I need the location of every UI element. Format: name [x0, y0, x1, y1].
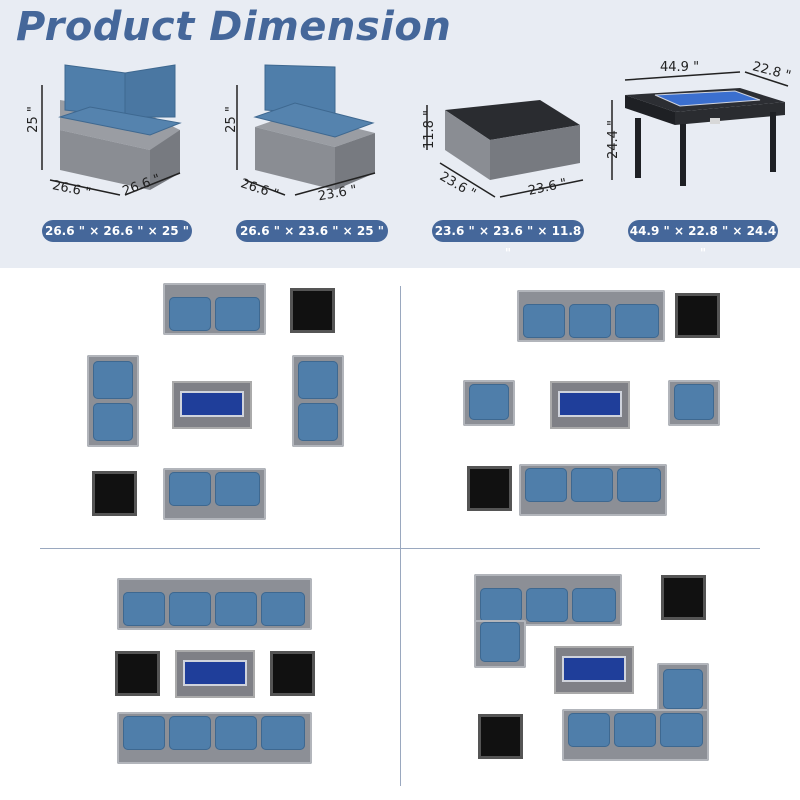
sofa-top — [163, 283, 266, 335]
armless-chair-height: 25 " — [223, 106, 239, 133]
side-table — [675, 293, 720, 338]
chair-right — [668, 380, 720, 426]
side-table — [92, 471, 137, 516]
side-table-height: 11.8 " — [422, 109, 438, 150]
sofa-bottom — [117, 712, 312, 764]
horizontal-divider — [40, 548, 760, 549]
fire-pit-height: 24.4 " — [606, 119, 622, 160]
armless-chair-image — [236, 64, 376, 196]
fire-pit — [550, 381, 630, 429]
sectional-bottom-leg — [657, 663, 709, 713]
fire-pit — [172, 381, 252, 429]
side-table — [661, 575, 706, 620]
side-table — [467, 466, 512, 511]
page-title: Product Dimension — [16, 4, 452, 50]
sofa-left — [87, 355, 139, 447]
corner-chair-height: 25 " — [25, 106, 41, 133]
sofa-bottom — [519, 464, 667, 516]
side-table — [115, 651, 160, 696]
side-table — [270, 651, 315, 696]
fire-pit — [175, 650, 255, 698]
fire-pit-table-image — [611, 71, 789, 186]
corner-chair-image — [41, 64, 182, 196]
sofa-top — [117, 578, 312, 630]
vertical-divider — [400, 286, 401, 786]
sectional-top-leg — [474, 620, 526, 668]
side-table — [290, 288, 335, 333]
corner-chair-spec: 26.6 " × 26.6 " × 25 " — [42, 220, 192, 242]
side-table-image — [426, 100, 584, 198]
side-table — [478, 714, 523, 759]
fire-pit-table-spec: 44.9 " × 22.8 " × 24.4 " — [628, 220, 778, 260]
armless-chair-spec: 26.6 " × 23.6 " × 25 " — [236, 220, 388, 242]
fire-pit — [554, 646, 634, 694]
dimension-banner: Product Dimension 25 " 26.6 " 26.6 " 26.… — [0, 0, 800, 268]
sofa-right — [292, 355, 344, 447]
sofa-top — [517, 290, 665, 342]
sectional-bottom — [562, 709, 709, 761]
layout-configurations — [0, 268, 800, 800]
sectional-top — [474, 574, 622, 626]
chair-left — [463, 380, 515, 426]
side-table-spec: 23.6 " × 23.6 " × 11.8 " — [432, 220, 584, 260]
sofa-bottom — [163, 468, 266, 520]
fire-pit-width: 44.9 " — [660, 60, 700, 75]
